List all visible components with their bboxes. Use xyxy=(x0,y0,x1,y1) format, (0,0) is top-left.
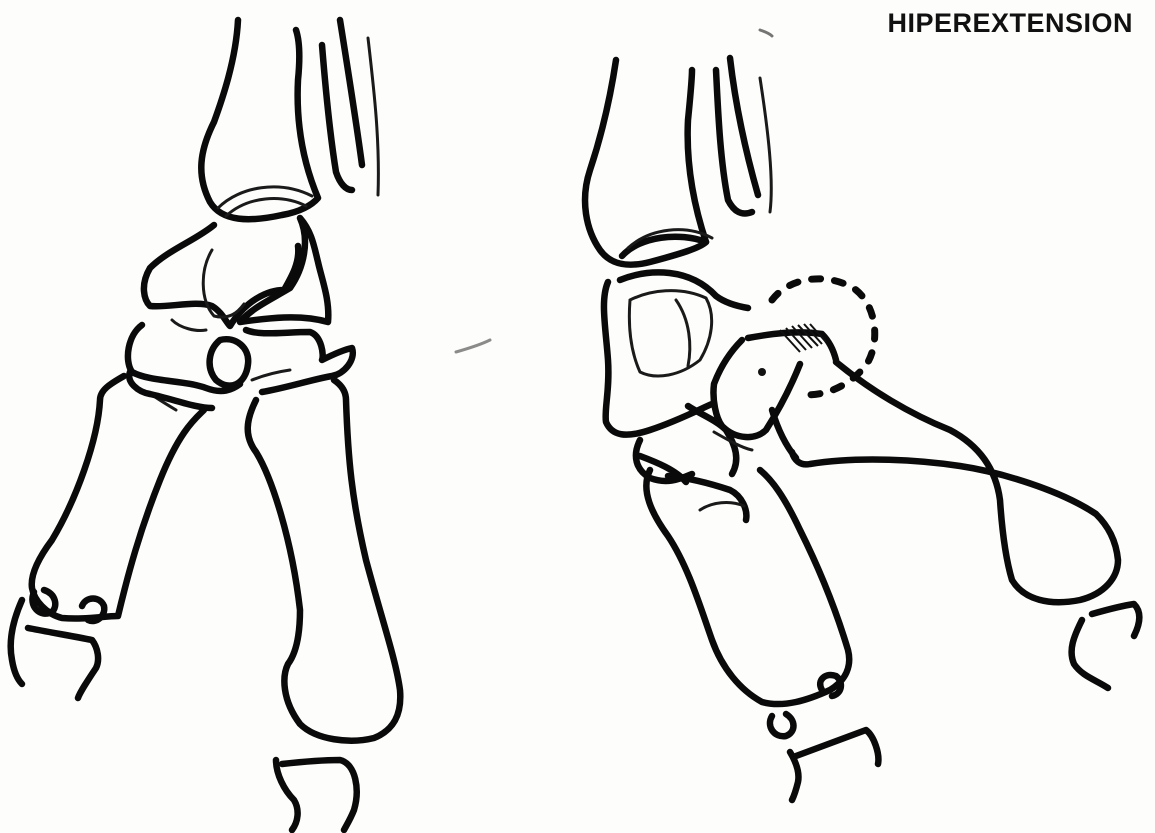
metacarpal-index-left xyxy=(248,380,401,741)
index-phalanx-right xyxy=(1072,620,1108,688)
thumb-base-right xyxy=(668,476,746,520)
thumb-phalanx-right xyxy=(790,752,799,800)
thumb-joint-right xyxy=(770,714,794,736)
normal-wrist-drawing xyxy=(11,20,401,830)
fragment-edge xyxy=(748,332,836,360)
articular-arc-left xyxy=(218,187,312,208)
displaced-fragment xyxy=(713,340,800,437)
metacarpal-index-right xyxy=(792,362,1118,602)
lunate-inner-left xyxy=(203,250,244,317)
lunate-left xyxy=(240,218,328,322)
hamate-left xyxy=(210,339,249,385)
ulna-thin-right xyxy=(760,78,771,212)
thumb-line-right xyxy=(700,503,744,510)
ulna-outer-left xyxy=(340,20,362,165)
faint-mark xyxy=(456,340,490,352)
carpal-line1-left xyxy=(172,320,206,331)
hyperextension-wrist-drawing xyxy=(585,58,1139,800)
thumb-phalanx-left xyxy=(11,600,22,684)
index-phalanx-left xyxy=(276,760,298,830)
ulna-outer-right xyxy=(730,58,758,195)
scaphoid-left xyxy=(144,225,298,326)
thumb-phalanx2-left xyxy=(28,628,98,698)
carpal-line3-left xyxy=(252,370,290,380)
carpal-inner-right xyxy=(676,300,690,366)
ulna-thin-left xyxy=(368,38,378,195)
fracture-hatch xyxy=(780,324,826,352)
metacarpal-thumb-left xyxy=(32,376,204,619)
faint-mark-title xyxy=(760,30,772,36)
fracture-dot xyxy=(758,368,766,376)
metacarpal-thumb-right xyxy=(646,470,849,704)
metacarpal-base-right xyxy=(772,410,796,458)
lunate-right xyxy=(629,291,711,376)
index-phalanx2-right xyxy=(1092,604,1139,636)
radius-bone-right xyxy=(585,60,706,265)
thumb-phalanx2-right xyxy=(796,730,878,764)
